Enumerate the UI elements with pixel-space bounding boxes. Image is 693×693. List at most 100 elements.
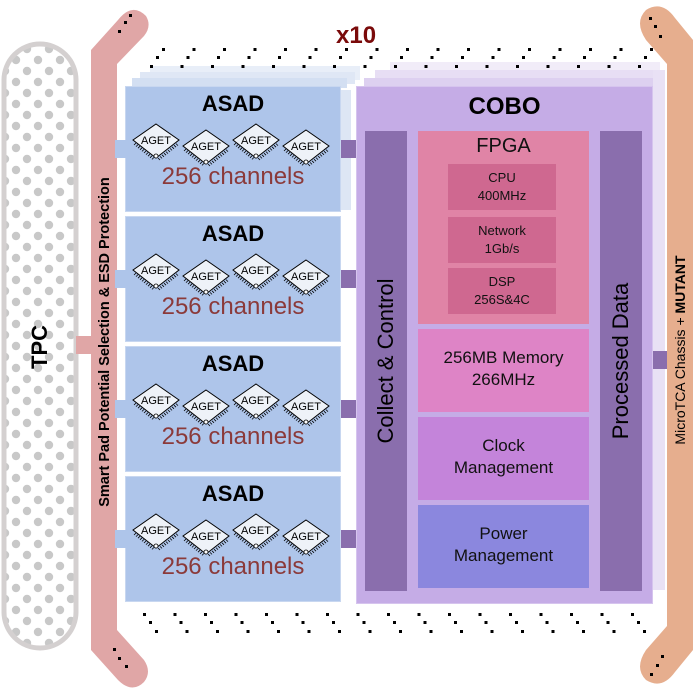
ellipsis-dot xyxy=(362,621,366,624)
ellipsis-dot xyxy=(545,621,549,624)
ellipsis-dot xyxy=(400,56,403,59)
ellipsis-dot xyxy=(271,621,274,624)
asad-title: ASAD xyxy=(201,351,265,376)
cobo-board: COBO Collect & Control Processed Data FP… xyxy=(356,86,653,604)
ellipsis-dot xyxy=(478,613,482,616)
ellipsis-dot xyxy=(661,655,664,658)
ellipsis-dot xyxy=(638,65,641,68)
ellipsis-dot xyxy=(454,621,457,624)
ellipsis-dot xyxy=(460,630,463,633)
ellipsis-dot xyxy=(606,621,610,624)
asad-channel-count: 256 channels xyxy=(161,423,305,450)
tpc-label: TPC xyxy=(27,325,52,369)
ellipsis-dot xyxy=(394,65,397,68)
ellipsis-dot xyxy=(455,65,458,68)
ellipsis-dot xyxy=(234,613,238,616)
ellipsis-dot xyxy=(155,630,158,633)
ellipsis-dot xyxy=(302,65,306,68)
rail-to-asad-link xyxy=(115,400,129,418)
ellipsis-dot xyxy=(429,630,433,633)
aget-chip-icon: AGET xyxy=(282,519,330,557)
ellipsis-dot xyxy=(637,621,640,624)
aget-chip-icon: AGET xyxy=(132,513,180,551)
cobo-chassis-link xyxy=(653,351,667,369)
clock-line1: Clock xyxy=(482,436,525,455)
left-rail xyxy=(91,9,149,688)
aget-chip-label: AGET xyxy=(191,141,221,153)
ellipsis-dot xyxy=(436,48,440,51)
ellipsis-dot xyxy=(650,673,653,676)
ellipsis-dot xyxy=(650,48,653,51)
aget-chip-label: AGET xyxy=(291,141,321,153)
ellipsis-dot xyxy=(113,648,116,651)
aget-chip-label: AGET xyxy=(291,271,321,283)
ellipsis-dot xyxy=(417,613,421,616)
aget-chip-label: AGET xyxy=(191,271,221,283)
ellipsis-dot xyxy=(430,56,434,59)
power-management-block: Power Management xyxy=(418,505,589,588)
aget-chip-label: AGET xyxy=(141,265,171,277)
ellipsis-dot xyxy=(551,630,555,633)
clock-line2: Management xyxy=(453,458,554,477)
aget-chip-label: AGET xyxy=(191,401,221,413)
ellipsis-dot xyxy=(516,65,519,68)
memory-block: 256MB Memory 266MHz xyxy=(418,329,589,412)
ellipsis-dot xyxy=(649,17,652,20)
ellipsis-dot xyxy=(339,56,342,59)
right-rail-label-prefix: MicroTCA Chassis + xyxy=(672,313,688,445)
ellipsis-dot xyxy=(552,56,556,59)
asad-board: ASAD AGET AGET AGET xyxy=(125,216,341,342)
ellipsis-dot xyxy=(125,665,128,668)
memory-speed: 266MHz xyxy=(471,370,536,389)
aget-chip-label: AGET xyxy=(241,395,271,407)
ellipsis-dot xyxy=(497,48,501,51)
ellipsis-dot xyxy=(345,48,348,51)
ellipsis-dot xyxy=(515,621,518,624)
ellipsis-dot xyxy=(448,613,451,616)
aget-chip-label: AGET xyxy=(191,531,221,543)
ellipsis-dot xyxy=(307,630,311,633)
ellipsis-dot xyxy=(253,48,257,51)
fpga-network-name: Network xyxy=(478,223,526,238)
ellipsis-dot xyxy=(326,613,329,616)
ellipsis-dot xyxy=(204,613,207,616)
multiplier-label: x10 xyxy=(336,22,377,49)
ellipsis-dot xyxy=(216,630,219,633)
aget-chip-label: AGET xyxy=(241,265,271,277)
collect-control-label: Collect & Control xyxy=(373,278,398,444)
aget-chip-label: AGET xyxy=(141,525,171,537)
ellipsis-dot xyxy=(576,621,579,624)
ellipsis-dot xyxy=(484,621,488,624)
ellipsis-dot xyxy=(387,613,390,616)
ellipsis-dots-top xyxy=(150,48,653,68)
ellipsis-dot xyxy=(314,48,318,51)
ellipsis-dots-bottom xyxy=(143,613,646,633)
ellipsis-dot xyxy=(509,613,512,616)
ellipsis-dot xyxy=(217,56,220,59)
ellipsis-dot xyxy=(424,65,428,68)
ellipsis-dot xyxy=(600,613,604,616)
ellipsis-dot xyxy=(613,56,617,59)
aget-chip-icon: AGET xyxy=(282,259,330,297)
aget-chip-label: AGET xyxy=(141,135,171,147)
aget-chip-icon: AGET xyxy=(132,123,180,161)
ellipsis-dot xyxy=(656,664,659,667)
ellipsis-dot xyxy=(363,65,367,68)
ellipsis-dot xyxy=(211,65,214,68)
ellipsis-dot xyxy=(118,30,121,33)
left-rail-label: Smart Pad Potential Selection & ESD Prot… xyxy=(97,177,113,507)
ellipsis-dot xyxy=(375,48,379,51)
aget-chip-label: AGET xyxy=(291,401,321,413)
right-rail-label-bold: MUTANT xyxy=(672,255,688,314)
ellipsis-dot xyxy=(393,621,396,624)
ellipsis-dot xyxy=(301,621,305,624)
ellipsis-dot xyxy=(265,613,268,616)
ellipsis-dot xyxy=(485,65,489,68)
ellipsis-dot xyxy=(180,65,184,68)
aget-chip-row: AGET AGET AGET xyxy=(130,123,340,167)
ellipsis-dot xyxy=(659,35,662,38)
ellipsis-dot xyxy=(332,621,335,624)
ellipsis-dot xyxy=(338,630,341,633)
rail-to-asad-link xyxy=(115,270,129,288)
